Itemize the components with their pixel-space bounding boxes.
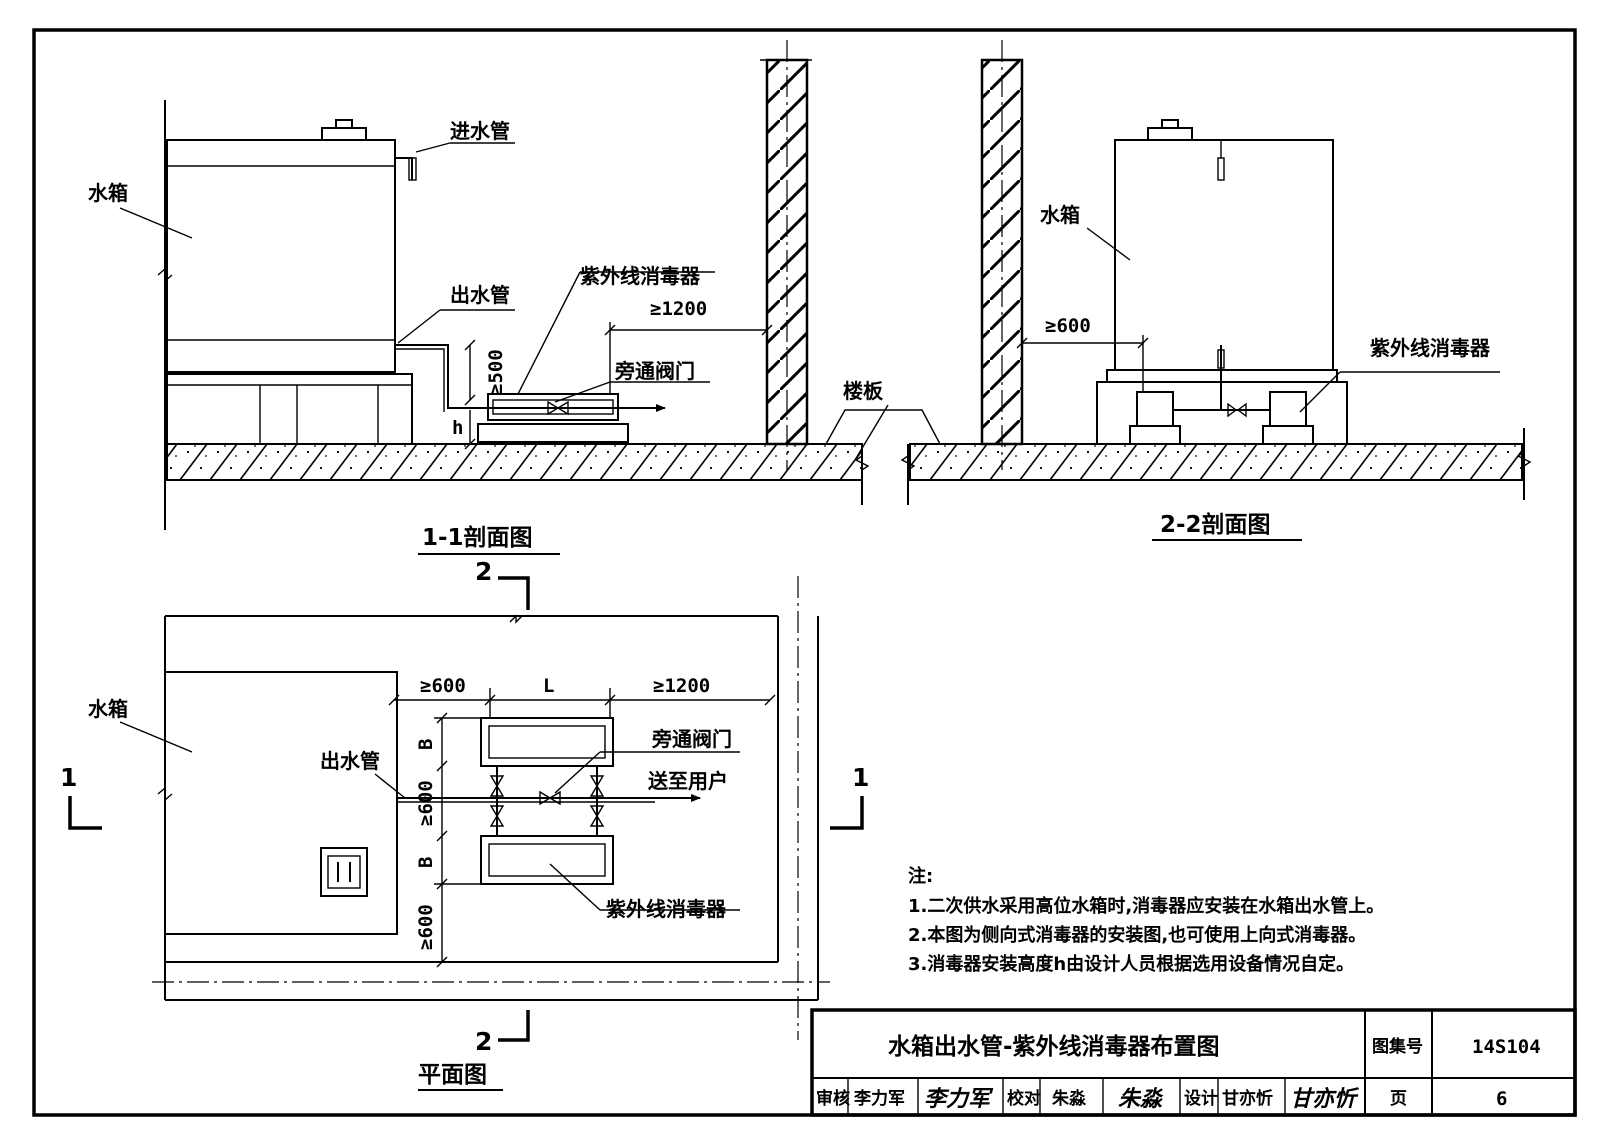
p-bypass-label: 旁通阀门 bbox=[651, 727, 732, 751]
section-2-2 bbox=[900, 40, 1532, 541]
p-dim-600a: ≥600 bbox=[420, 675, 466, 697]
section-mark-2-top: 2 bbox=[475, 557, 492, 586]
note-1: 1.二次供水采用高位水箱时,消毒器应安装在水箱出水管上。 bbox=[908, 895, 1384, 917]
page-label: 页 bbox=[1390, 1089, 1407, 1109]
design-label: 设计 bbox=[1184, 1088, 1218, 1109]
p-dim-B2: B bbox=[415, 857, 437, 868]
p-manhole bbox=[320, 847, 368, 897]
s1-uv-disinfector bbox=[487, 393, 619, 421]
note-2: 2.本图为侧向式消毒器的安装图,也可使用上向式消毒器。 bbox=[908, 924, 1366, 946]
s2-title: 2-2剖面图 bbox=[1160, 511, 1271, 538]
notes-heading: 注: bbox=[908, 865, 933, 887]
reviewer-signature: 李力军 bbox=[924, 1086, 994, 1112]
section-mark-1-right: 1 bbox=[852, 763, 869, 792]
s2-uv-label: 紫外线消毒器 bbox=[1370, 336, 1491, 360]
s2-dim-600: ≥600 bbox=[1045, 315, 1091, 337]
s1-tank-label: 水箱 bbox=[88, 181, 128, 205]
plan-title: 平面图 bbox=[418, 1062, 487, 1088]
p-dim-L: L bbox=[543, 675, 554, 697]
section-mark-2-bottom: 2 bbox=[475, 1027, 492, 1056]
p-dim-600b: ≥600 bbox=[415, 780, 437, 826]
s1-uv-label: 紫外线消毒器 bbox=[580, 264, 701, 288]
designer-name: 甘亦忻 bbox=[1222, 1088, 1273, 1109]
floor-label: 楼板 bbox=[843, 379, 884, 403]
reviewer-name: 李力军 bbox=[854, 1088, 905, 1109]
p-uv-bottom bbox=[480, 835, 614, 885]
s1-outlet-label: 出水管 bbox=[450, 283, 510, 307]
s1-dim-h: h bbox=[452, 417, 463, 439]
section-1-1 bbox=[157, 40, 941, 555]
p-dim-1200: ≥1200 bbox=[653, 675, 710, 697]
s1-dim-500: ≥500 bbox=[485, 349, 507, 395]
s2-tank-label: 水箱 bbox=[1040, 203, 1080, 227]
atlas-number: 14S104 bbox=[1472, 1036, 1541, 1058]
s1-dim-1200: ≥1200 bbox=[650, 298, 707, 320]
atlas-label: 图集号 bbox=[1372, 1036, 1423, 1057]
s1-bypass-label: 旁通阀门 bbox=[614, 359, 695, 383]
drawing-title: 水箱出水管-紫外线消毒器布置图 bbox=[888, 1033, 1220, 1060]
s1-title: 1-1剖面图 bbox=[422, 524, 533, 551]
s2-uv-right bbox=[1269, 391, 1307, 427]
check-label: 校对 bbox=[1007, 1088, 1041, 1109]
p-to-user-label: 送至用户 bbox=[648, 769, 728, 793]
designer-signature: 甘亦忻 bbox=[1290, 1086, 1360, 1112]
p-dim-600c: ≥600 bbox=[415, 904, 437, 950]
section-mark-1-left: 1 bbox=[60, 763, 77, 792]
s1-water-tank bbox=[166, 139, 396, 373]
p-tank-label: 水箱 bbox=[88, 697, 128, 721]
p-uv-top bbox=[480, 717, 614, 767]
p-water-tank bbox=[164, 671, 398, 935]
review-label: 审核 bbox=[816, 1088, 850, 1109]
page-number: 6 bbox=[1496, 1088, 1507, 1110]
checker-signature: 朱淼 bbox=[1118, 1086, 1164, 1112]
s2-uv-left bbox=[1136, 391, 1174, 427]
sheet-border bbox=[32, 28, 1577, 1117]
s1-inlet-label: 进水管 bbox=[450, 119, 510, 143]
note-3: 3.消毒器安装高度h由设计人员根据选用设备情况自定。 bbox=[908, 953, 1354, 975]
p-uv-label: 紫外线消毒器 bbox=[606, 897, 727, 921]
checker-name: 朱淼 bbox=[1052, 1088, 1087, 1109]
title-block bbox=[810, 1008, 1577, 1117]
plan-view bbox=[68, 576, 864, 1091]
p-outlet-label: 出水管 bbox=[320, 749, 380, 773]
p-dim-B1: B bbox=[415, 739, 437, 750]
